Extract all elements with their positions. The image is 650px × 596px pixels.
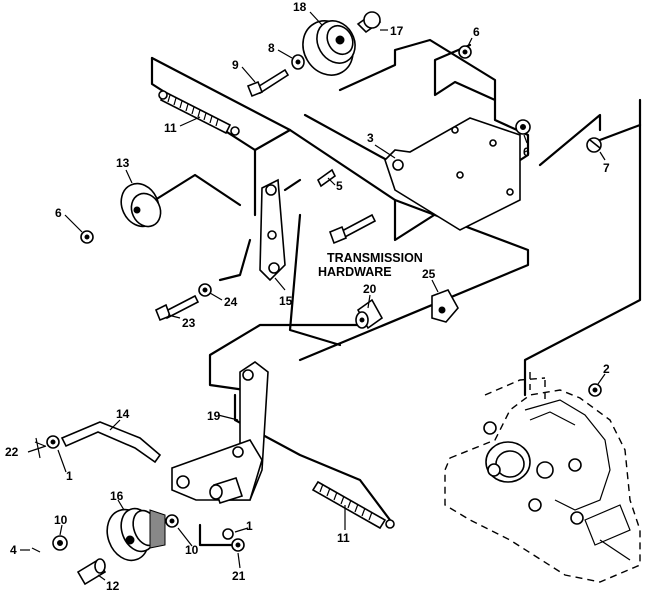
nut-21	[231, 538, 245, 552]
callout-11-lower: 11	[337, 531, 350, 545]
bolt-9	[246, 68, 290, 98]
washer-10-right	[165, 514, 179, 528]
callout-6-top: 6	[473, 25, 480, 39]
callout-13: 13	[116, 156, 130, 170]
callout-3: 3	[367, 131, 374, 145]
transmission-hardware-bolt	[328, 213, 377, 245]
callout-2: 2	[603, 362, 610, 376]
callout-18: 18	[293, 0, 307, 14]
callout-7: 7	[603, 161, 610, 175]
rod-14	[60, 421, 162, 464]
callout-6-left: 6	[55, 206, 62, 220]
callout-10-right: 10	[185, 543, 199, 557]
spring-upper	[158, 90, 240, 136]
pivot-bracket	[171, 439, 263, 505]
washer-1-lower	[222, 528, 234, 540]
transmission-housing	[444, 372, 641, 583]
callout-15: 15	[279, 294, 293, 308]
spring-lower	[311, 480, 395, 530]
callout-25: 25	[422, 267, 436, 281]
pin-22	[34, 437, 46, 459]
callout-22: 22	[5, 445, 19, 459]
callout-14: 14	[116, 407, 130, 421]
callout-1-left: 1	[66, 469, 73, 483]
callout-10-left: 10	[54, 513, 68, 527]
ball-joint-7	[586, 137, 602, 153]
callout-4: 4	[10, 543, 17, 557]
idler-arm	[259, 178, 286, 282]
callout-24: 24	[224, 295, 238, 309]
callout-5: 5	[336, 179, 343, 193]
washer-8	[291, 54, 305, 70]
idler-pulley-upper	[302, 11, 382, 76]
callout-21: 21	[232, 569, 246, 583]
callout-1-lower: 1	[246, 519, 253, 533]
bushing-20	[355, 298, 384, 330]
pin-4	[31, 547, 41, 553]
callout-20: 20	[363, 282, 377, 296]
callout-11-upper: 11	[164, 121, 177, 135]
bolt-23	[154, 294, 200, 322]
washer-1-left	[46, 435, 60, 449]
washer-24	[198, 283, 212, 297]
callout-8: 8	[268, 41, 275, 55]
idler-pulley-left	[120, 182, 162, 228]
transmission-hardware-label-1: TRANSMISSION	[327, 251, 423, 265]
pulley-lower	[106, 507, 166, 562]
transmission-hardware-label-2: HARDWARE	[318, 265, 392, 279]
transmission-bracket-plate	[384, 117, 521, 231]
spacer-12	[76, 558, 107, 586]
washer-10-left	[52, 535, 68, 551]
leader-lines	[20, 11, 606, 581]
nut-6-right	[515, 119, 531, 135]
bolt-5	[316, 168, 337, 188]
callout-6-right: 6	[523, 145, 530, 159]
callout-9: 9	[232, 58, 239, 72]
bracket-25	[431, 289, 459, 323]
nut-6-top	[458, 45, 472, 59]
callout-12: 12	[106, 579, 120, 593]
callout-17: 17	[390, 24, 404, 38]
callout-16: 16	[110, 489, 124, 503]
callout-19: 19	[207, 409, 221, 423]
nut-6-left	[80, 230, 94, 244]
callout-23: 23	[182, 316, 196, 330]
